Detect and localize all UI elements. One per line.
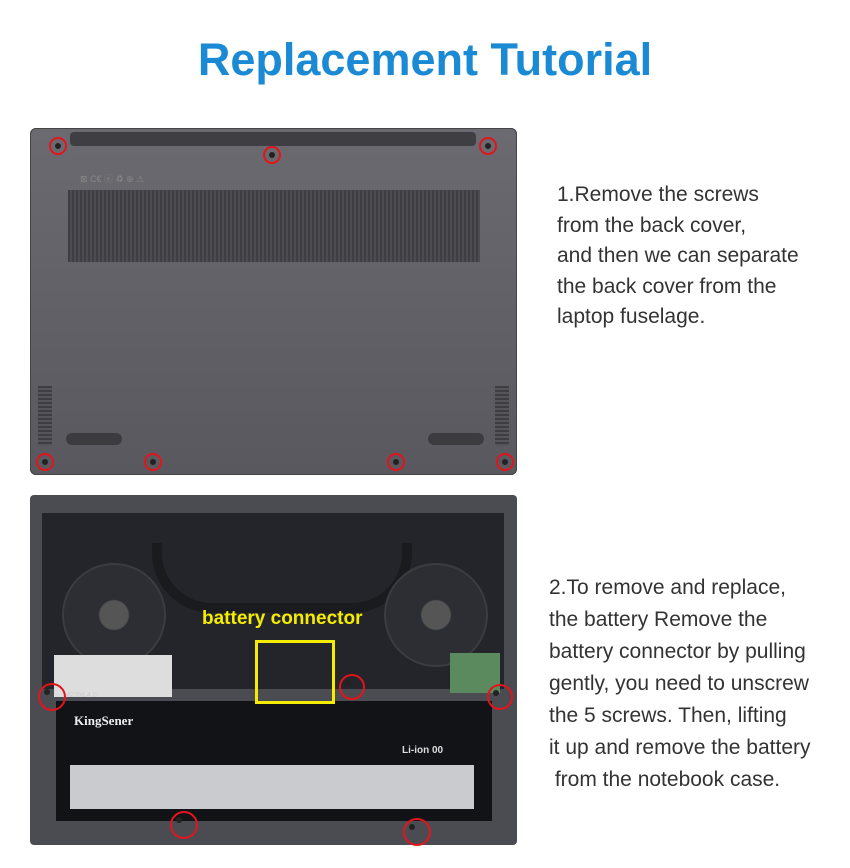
step-text-line: the back cover from the — [557, 274, 777, 298]
fan-left — [62, 563, 166, 667]
battery-connector-highlight — [255, 640, 335, 704]
screw-marker — [38, 683, 66, 711]
step-text-line: from the notebook case. — [549, 768, 781, 791]
battery-warning-label — [70, 765, 474, 809]
laptop-internals-photo: KingSener Li-ion 00 M2.0xL4.0 — [30, 495, 517, 845]
vent-grille — [68, 190, 480, 262]
step-text-line: 1.Remove the screws — [557, 183, 759, 206]
screw-marker — [487, 684, 513, 710]
screw-marker — [403, 818, 431, 846]
battery-connector-label: battery connector — [202, 608, 363, 629]
screw-marker — [49, 137, 67, 155]
heat-pipe — [152, 543, 412, 613]
motherboard — [42, 513, 504, 697]
step-text-line: laptop fuselage. — [557, 305, 706, 328]
hinge — [70, 132, 476, 146]
step-text-line: gently, you need to unscrew — [549, 672, 809, 695]
screw-label: M2.0xL4.0 — [64, 692, 97, 699]
step-text-line: and then we can separate — [557, 244, 799, 267]
fan-right — [384, 563, 488, 667]
screw-marker — [263, 146, 281, 164]
rubber-foot-right — [428, 433, 484, 445]
ssd — [54, 655, 172, 697]
screw-marker — [170, 811, 198, 839]
battery-brand: KingSener — [74, 713, 134, 728]
page-title: Replacement Tutorial — [197, 34, 653, 85]
screw-marker — [339, 674, 365, 700]
speaker-grille-left — [38, 386, 52, 446]
step-2-instructions: 2.To remove and replace, the battery Rem… — [549, 572, 811, 796]
step-text-line: 2.To remove and replace, — [549, 576, 786, 599]
screw-marker — [479, 137, 497, 155]
laptop-back-cover-photo: ⊠ C€ ⓔ ♻ ⊕ ⚠ — [30, 128, 517, 475]
step-text-line: the 5 screws. Then, lifting — [549, 704, 787, 727]
screw-marker — [496, 453, 514, 471]
screw-marker — [387, 453, 405, 471]
step-text-line: the battery Remove the — [549, 608, 768, 631]
battery-type: Li-ion 00 — [402, 745, 444, 756]
battery: KingSener Li-ion 00 — [56, 701, 492, 821]
rubber-foot-left — [66, 433, 122, 445]
screw-marker — [36, 453, 54, 471]
screw-marker — [144, 453, 162, 471]
step-1-instructions: 1.Remove the screws from the back cover,… — [557, 180, 799, 333]
step-text-line: from the back cover, — [557, 213, 747, 237]
step-text-line: battery connector by pulling — [549, 640, 806, 663]
step-text-line: it up and remove the battery — [549, 736, 811, 759]
speaker-grille-right — [495, 386, 509, 446]
certification-marks: ⊠ C€ ⓔ ♻ ⊕ ⚠ — [80, 174, 145, 184]
